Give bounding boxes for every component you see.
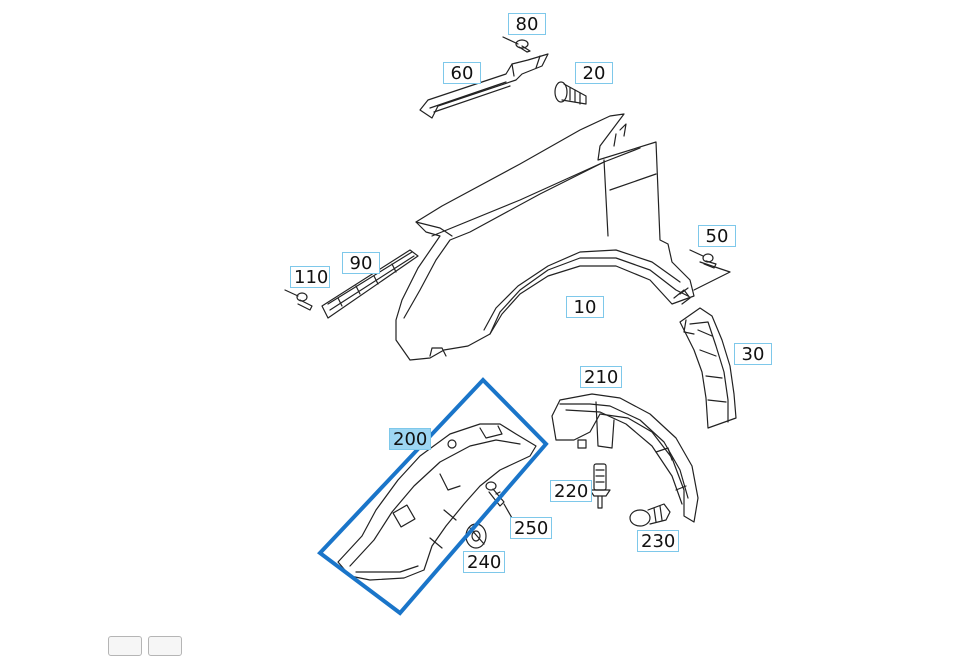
callout-240[interactable]: 240 [463, 551, 505, 573]
bolt-50-drawing [689, 249, 731, 291]
liner-200-drawing [337, 423, 537, 581]
parts-diagram: 80 60 20 50 90 110 10 30 210 200 220 250… [108, 13, 772, 656]
callout-10[interactable]: 10 [566, 296, 604, 318]
callout-230[interactable]: 230 [637, 530, 679, 552]
bolt-80-drawing [502, 36, 531, 53]
callout-220[interactable]: 220 [550, 480, 592, 502]
callout-30[interactable]: 30 [734, 343, 772, 365]
clip-230-drawing [629, 503, 671, 527]
callout-50[interactable]: 50 [698, 225, 736, 247]
trim-90-drawing [321, 249, 419, 319]
bracket-30-drawing [679, 307, 737, 429]
callout-90[interactable]: 90 [342, 252, 380, 274]
clip-220-drawing [589, 463, 611, 509]
bolt-20-drawing [554, 81, 587, 105]
prev-button[interactable] [108, 636, 142, 656]
callout-110[interactable]: 110 [290, 266, 330, 288]
callout-250[interactable]: 250 [510, 517, 552, 539]
bracket-60-drawing [419, 53, 549, 119]
callout-200[interactable]: 200 [389, 428, 431, 450]
bolt-110-drawing [284, 289, 313, 311]
callout-60[interactable]: 60 [443, 62, 481, 84]
fender-10-drawing [395, 113, 695, 361]
selection-highlight [317, 377, 549, 616]
exploded-view-drawing [284, 36, 737, 616]
liner-210-drawing [551, 393, 699, 523]
next-button[interactable] [148, 636, 182, 656]
callout-80[interactable]: 80 [508, 13, 546, 35]
callout-210[interactable]: 210 [580, 366, 622, 388]
callout-20[interactable]: 20 [575, 62, 613, 84]
